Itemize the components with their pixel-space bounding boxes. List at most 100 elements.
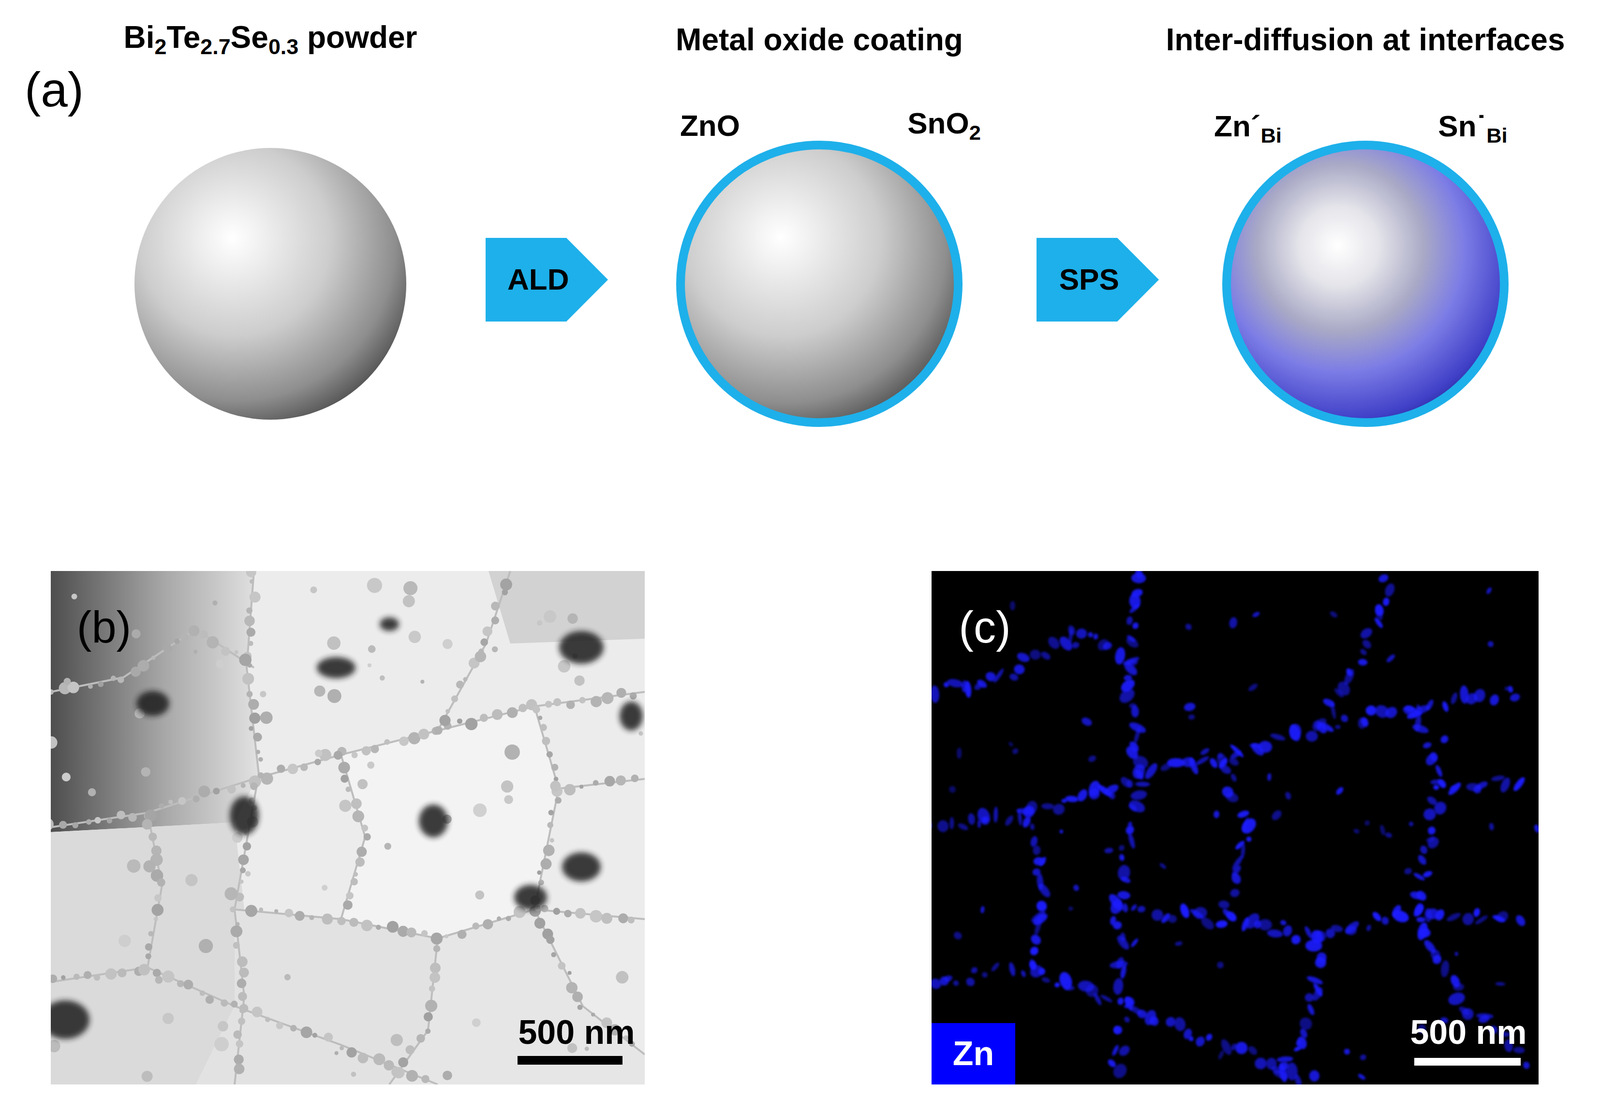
precipitate-dot [430, 933, 444, 946]
precipitate-dot [384, 843, 392, 850]
precipitate-dot [496, 916, 502, 921]
node-label: SPS [1036, 237, 1142, 322]
precipitate-dot [324, 1033, 334, 1043]
zn-signal [1461, 912, 1476, 928]
zn-signal [1136, 905, 1146, 914]
precipitate-dot [363, 833, 371, 841]
precipitate-dot [575, 908, 586, 919]
zn-signal [1221, 907, 1232, 919]
zn-signal [947, 785, 957, 795]
powder-sphere [134, 148, 407, 420]
zn-signal [1352, 828, 1361, 835]
zn-signal [1127, 802, 1139, 814]
zn-signal [1430, 953, 1444, 966]
precipitate-dot [59, 821, 67, 830]
precipitate-dot [214, 1037, 229, 1052]
precipitate-dot [212, 600, 218, 607]
precipitate-dot [552, 908, 561, 916]
precipitate-dot [238, 653, 252, 667]
precipitate-dot [154, 976, 163, 985]
precipitate-dot [368, 645, 376, 654]
zn-signal [1129, 903, 1138, 913]
precipitate-dot [345, 892, 354, 901]
precipitate-dot [97, 681, 104, 688]
precipitate-dot [118, 934, 132, 948]
precipitate-dot [375, 924, 382, 931]
zn-signal [1434, 764, 1444, 779]
precipitate-dot [577, 1005, 583, 1011]
zn-signal [1408, 890, 1423, 902]
precipitate-dot [565, 982, 578, 994]
precipitate-dot [237, 956, 248, 968]
zn-signal [1092, 633, 1099, 641]
zn-signal [1246, 1044, 1259, 1057]
zn-signal [1385, 653, 1397, 665]
zn-signal [1445, 911, 1463, 924]
precipitate-dot [237, 978, 247, 989]
precipitate-dot [539, 724, 548, 732]
zn-signal [1378, 824, 1387, 837]
scale-bar [517, 1056, 623, 1066]
precipitate-dot [549, 838, 555, 843]
zn-signal [1488, 822, 1495, 831]
zn-signal [1475, 780, 1489, 791]
node-label: ALD [485, 237, 592, 322]
zn-signal [1204, 1033, 1215, 1043]
precipitate-dot [199, 630, 208, 639]
precipitate-dot [563, 910, 572, 919]
precipitate-dot [217, 1021, 229, 1033]
zn-signal [1503, 685, 1510, 692]
precipitate-dot [557, 962, 566, 971]
precipitate-dot [398, 1057, 409, 1068]
zn-signal [952, 930, 964, 942]
precipitate-dot [574, 675, 585, 686]
precipitate-dot [390, 1034, 403, 1047]
zn-signal [1380, 916, 1391, 926]
zn-signal [1229, 871, 1243, 886]
zn-signal [1446, 990, 1467, 1008]
precipitate-dot [251, 1007, 263, 1018]
zn-signal [1099, 993, 1114, 1005]
precipitate-dot [216, 659, 226, 669]
precipitate-dot [50, 974, 58, 984]
precipitate-dot [402, 595, 415, 608]
scale-label: 500 nm [1409, 1014, 1527, 1052]
zn-signal [993, 806, 999, 824]
eds-map [931, 571, 1539, 1085]
zn-signal [1064, 985, 1075, 992]
zn-signal [1158, 862, 1168, 871]
precipitate-dot [239, 867, 246, 874]
zn-signal [1075, 787, 1090, 804]
precipitate-dot [553, 777, 559, 783]
zn-signal [1065, 795, 1080, 804]
zn-signal [1498, 776, 1513, 795]
precipitate-dot [567, 971, 572, 976]
zn-signal [1051, 802, 1067, 817]
scale-bar [1414, 1058, 1521, 1067]
precipitate-dot [547, 822, 554, 829]
zn-signal [1509, 692, 1522, 704]
precipitate-dot [314, 685, 326, 697]
defect-label: Zn´Bi [1214, 109, 1282, 148]
zn-signal [1037, 966, 1047, 977]
zn-signal [1312, 716, 1329, 731]
zn-signal [1033, 918, 1044, 937]
zn-signal [1472, 687, 1487, 704]
eds-ground [931, 571, 1539, 1085]
zn-signal [1269, 732, 1287, 742]
zn-signal [1359, 648, 1369, 657]
zn-signal [1258, 918, 1273, 932]
zn-signal [1356, 1073, 1367, 1082]
zn-signal [1373, 603, 1385, 618]
zn-signal [1246, 682, 1260, 694]
zn-signal [1036, 881, 1053, 900]
arrow-shape [485, 237, 608, 322]
precipitate-dot [88, 684, 93, 690]
step-heading: Metal oxide coating [675, 22, 963, 57]
zn-signal [1495, 982, 1506, 987]
zn-signal [1486, 640, 1495, 649]
zn-signal [1130, 572, 1146, 584]
zn-signal [1228, 616, 1238, 630]
precipitate-dot [244, 615, 255, 627]
